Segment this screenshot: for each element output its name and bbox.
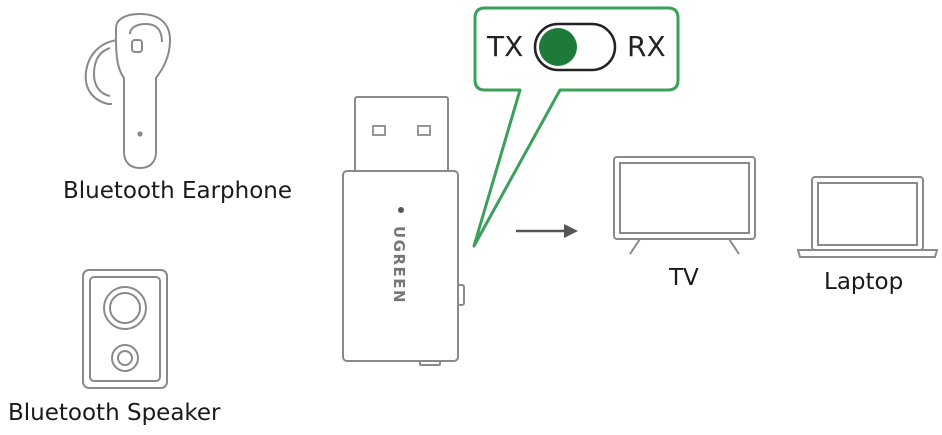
- arrow-right-icon: [516, 224, 578, 238]
- adapter-icon: [342, 96, 465, 366]
- earphone-icon: [84, 12, 172, 170]
- switch-rx-label: RX: [627, 30, 666, 63]
- tv-icon: [613, 156, 756, 255]
- tv-label: TV: [669, 265, 699, 291]
- laptop-icon: [796, 176, 939, 258]
- switch-tx-label: TX: [486, 30, 523, 63]
- earphone-label: Bluetooth Earphone: [63, 178, 293, 204]
- switch-callout: [472, 6, 680, 248]
- speaker-icon: [82, 269, 168, 389]
- laptop-label: Laptop: [824, 269, 904, 295]
- adapter-brand: UGREEN: [390, 226, 408, 304]
- switch-knob: [539, 28, 577, 66]
- mode-switch[interactable]: [533, 22, 617, 72]
- speaker-label: Bluetooth Speaker: [8, 400, 221, 426]
